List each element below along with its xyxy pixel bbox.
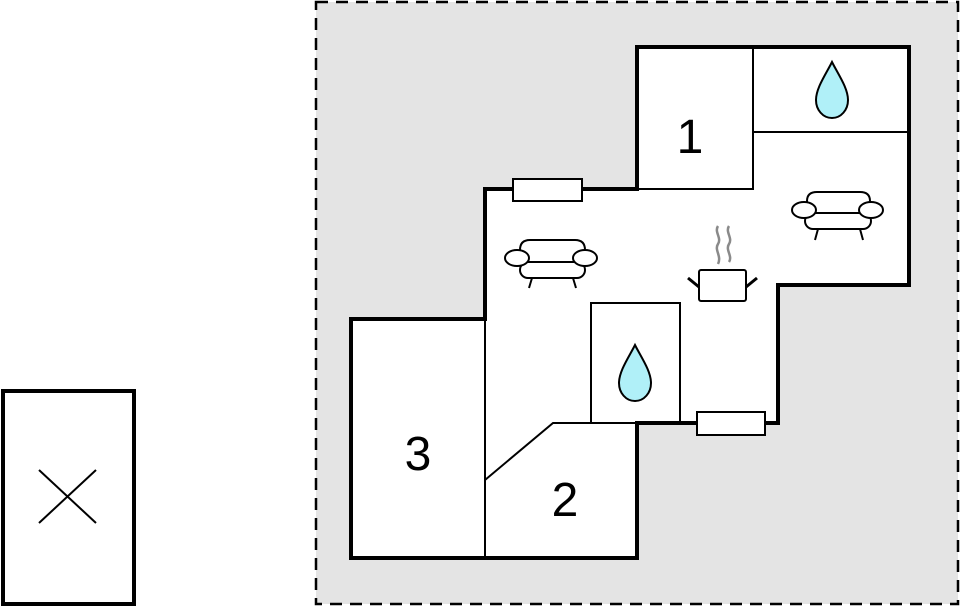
- room-label-1: 1: [677, 111, 704, 164]
- water-drop-icon: [617, 342, 653, 403]
- outbuilding: [1, 389, 136, 606]
- sofa-icon: [504, 239, 598, 289]
- interior-walls: [484, 47, 909, 558]
- room-label-3: 3: [405, 428, 432, 481]
- water-drop-icon: [814, 59, 850, 120]
- room-label-2: 2: [552, 474, 579, 527]
- cooking-pot-icon: [687, 225, 758, 302]
- window: [696, 411, 766, 436]
- window: [512, 178, 583, 202]
- sofa-icon: [791, 191, 884, 241]
